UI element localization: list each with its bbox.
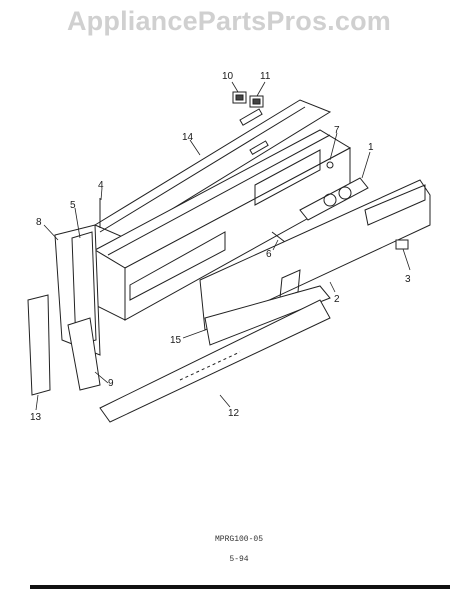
- page-number: 5-94: [229, 555, 249, 564]
- watermark-logo: AppliancePartsPros.com: [66, 6, 391, 36]
- callout-4: 4: [98, 180, 104, 191]
- callout-2: 2: [334, 294, 340, 305]
- callout-7: 7: [334, 125, 340, 136]
- callout-1: 1: [368, 142, 374, 153]
- leader-lines: [35, 81, 411, 411]
- diagram-code: MPRG100-05: [214, 535, 263, 544]
- part-9-bracket: [67, 317, 101, 391]
- part-3-knob: [395, 239, 409, 250]
- callout-14: 14: [182, 132, 194, 143]
- callout-10: 10: [222, 71, 234, 82]
- backguard-box: [93, 129, 352, 321]
- callout-6: 6: [266, 249, 272, 260]
- part-5-inner-bracket: [71, 231, 97, 346]
- part-callouts: 1 2 3 4 5 6 7 8 9 10 11 12 13 14 15: [30, 71, 411, 423]
- part-15-lens: [204, 285, 331, 346]
- callout-3: 3: [405, 274, 411, 285]
- part-10-clip: [232, 91, 247, 104]
- part-13-end-cap: [27, 294, 51, 396]
- part-14-top-trim: [93, 99, 332, 239]
- callout-11: 11: [260, 71, 271, 82]
- part-7-screw: [326, 161, 334, 169]
- bottom-rule: [30, 585, 450, 589]
- part-1-control-housing: [299, 177, 369, 221]
- part-11-clip: [249, 95, 264, 108]
- callout-15: 15: [170, 335, 182, 346]
- callout-13: 13: [30, 412, 42, 423]
- callout-12: 12: [228, 408, 240, 419]
- part-6-screw: [271, 231, 286, 243]
- part-12-lower-trim: [99, 299, 331, 423]
- callout-8: 8: [36, 217, 42, 228]
- callout-9: 9: [108, 378, 114, 389]
- callout-5: 5: [70, 200, 76, 211]
